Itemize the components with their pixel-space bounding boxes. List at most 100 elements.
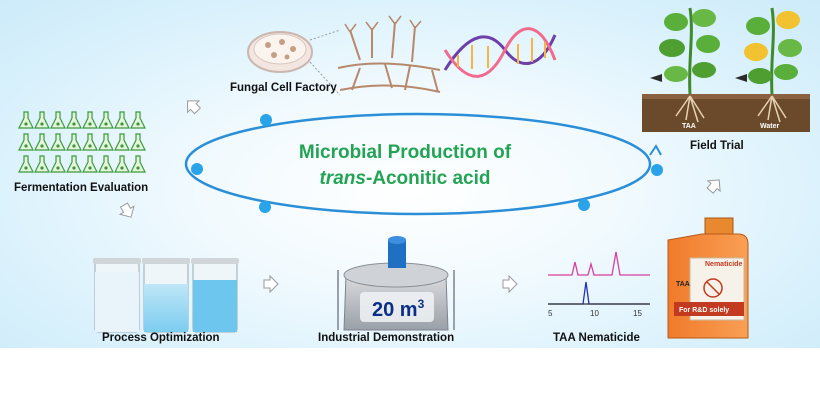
arrow-icon: [706, 179, 721, 194]
flask-culture: [120, 144, 124, 148]
flask-culture: [136, 122, 140, 126]
reactor-volume: 20 m3: [372, 297, 425, 321]
bottle-code: TAA: [676, 281, 690, 288]
flask-culture: [40, 166, 44, 170]
fermenter-icon: [93, 258, 141, 333]
flask-culture: [88, 166, 92, 170]
flask-culture: [56, 122, 60, 126]
orbit-arrow-icon: [649, 144, 662, 156]
zoom-line: [309, 29, 341, 41]
orbit-cycle: [184, 112, 663, 216]
flask-icon: [130, 155, 146, 173]
flask-culture: [56, 166, 60, 170]
main-title-rest: -Aconitic acid: [365, 168, 491, 189]
field-trial-illustration: TAA Water: [642, 7, 810, 132]
flask-culture: [40, 122, 44, 126]
fermenter-tanks: [93, 258, 239, 333]
flask-culture: [120, 166, 124, 170]
fermenter-icon: [191, 258, 239, 333]
main-title-line2: trans-Aconitic acid: [250, 168, 560, 190]
flask-icon: [50, 133, 66, 151]
flask-grid-icon: [18, 111, 146, 173]
tick-label: 15: [633, 309, 642, 318]
chromatogram-ticks: 5 10 15: [548, 309, 642, 318]
flask-culture: [88, 144, 92, 148]
hyphae-icon: [337, 15, 441, 93]
label-fungal-cell-factory: Fungal Cell Factory: [230, 82, 337, 94]
main-title-line1: Microbial Production of: [298, 142, 512, 163]
flask-icon: [82, 133, 98, 151]
fermenter-icon: [142, 258, 190, 333]
flask-icon: [130, 133, 146, 151]
flask-icon: [18, 155, 34, 173]
flask-culture: [136, 166, 140, 170]
arrow-icon: [502, 274, 518, 294]
label-taa-nematicide: TAA Nematicide: [553, 332, 640, 344]
flask-culture: [24, 166, 28, 170]
bottle-note: For R&D solely: [679, 307, 729, 314]
flask-icon: [34, 133, 50, 151]
flask-culture: [104, 144, 108, 148]
arrow-icon: [118, 202, 135, 218]
plant-icon: [659, 7, 720, 123]
flask-icon: [66, 133, 82, 151]
main-title-italic: trans: [319, 168, 366, 189]
step-arrows: [118, 100, 721, 294]
flask-culture: [56, 144, 60, 148]
flask-culture: [72, 144, 76, 148]
label-fermentation-evaluation: Fermentation Evaluation: [14, 182, 149, 194]
flask-icon: [114, 155, 130, 173]
orbit-node: [191, 163, 203, 175]
flask-culture: [120, 122, 124, 126]
flask-icon: [66, 111, 82, 129]
flask-icon: [98, 155, 114, 173]
graphical-abstract: 20 m3 5 10 15 Nematicide TAA For R&D sol…: [0, 0, 820, 348]
orbit-node: [260, 114, 272, 126]
orbit-node: [578, 199, 590, 211]
diagram-canvas: 20 m3 5 10 15 Nematicide TAA For R&D sol…: [18, 7, 810, 339]
dna-helix-icon: [443, 27, 557, 78]
field-label-right: Water: [760, 123, 779, 130]
flask-icon: [18, 133, 34, 151]
flask-icon: [50, 111, 66, 129]
no-worm-icon: [703, 278, 723, 298]
label-industrial-demonstration: Industrial Demonstration: [318, 332, 455, 344]
chromatogram-icon: [548, 251, 650, 305]
petri-dish-icon: [247, 31, 313, 73]
flask-icon: [82, 155, 98, 173]
flask-culture: [72, 122, 76, 126]
tick-label: 5: [548, 309, 553, 318]
flask-icon: [98, 111, 114, 129]
orbit-node: [259, 201, 271, 213]
flask-icon: [114, 111, 130, 129]
flask-culture: [40, 144, 44, 148]
flask-culture: [104, 166, 108, 170]
field-label-left: TAA: [682, 123, 696, 130]
flask-icon: [50, 155, 66, 173]
flask-icon: [130, 111, 146, 129]
zoom-line: [309, 61, 341, 96]
flask-culture: [24, 144, 28, 148]
flask-icon: [34, 111, 50, 129]
label-process-optimization: Process Optimization: [102, 332, 220, 344]
flask-icon: [98, 133, 114, 151]
arrow-icon: [187, 100, 202, 115]
watering-can-icon: [650, 74, 747, 82]
plant-icon: [744, 7, 802, 123]
tick-label: 10: [590, 309, 599, 318]
orbit-node: [651, 164, 663, 176]
flask-icon: [18, 111, 34, 129]
flask-culture: [136, 144, 140, 148]
flask-icon: [34, 155, 50, 173]
flask-icon: [66, 155, 82, 173]
flask-culture: [24, 122, 28, 126]
label-field-trial: Field Trial: [690, 140, 744, 152]
flask-culture: [88, 122, 92, 126]
flask-icon: [82, 111, 98, 129]
arrow-icon: [263, 274, 279, 294]
flask-culture: [72, 166, 76, 170]
flask-culture: [104, 122, 108, 126]
flask-icon: [114, 133, 130, 151]
bottle-icon: Nematicide TAA For R&D solely: [667, 217, 749, 339]
bioreactor-icon: 20 m3: [337, 236, 455, 331]
